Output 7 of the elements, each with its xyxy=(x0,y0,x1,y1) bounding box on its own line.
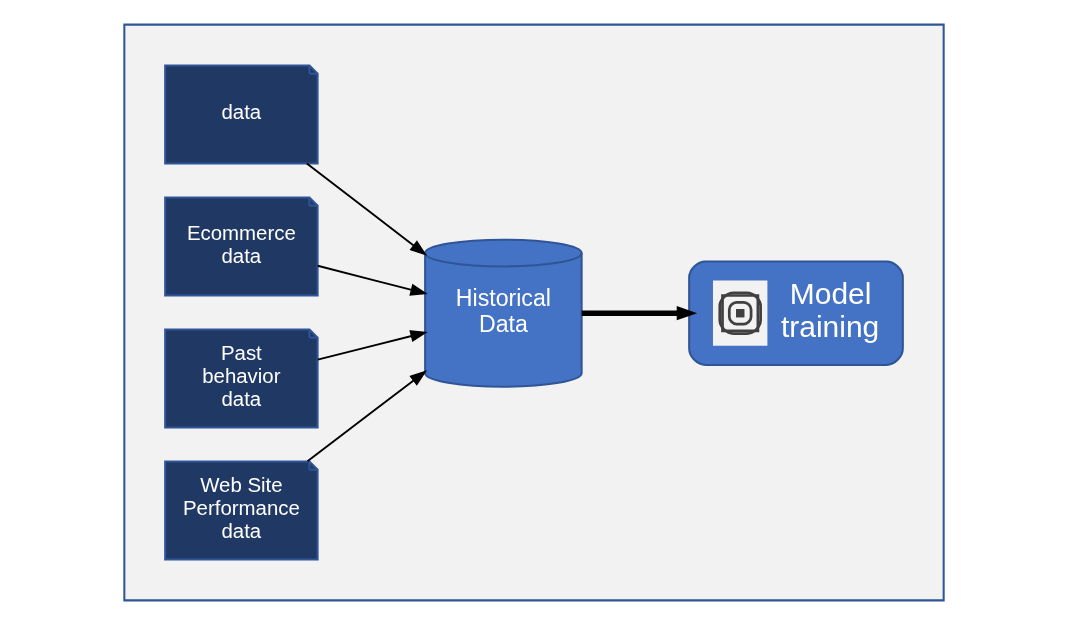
arrow xyxy=(305,162,427,256)
cluster xyxy=(122,23,945,602)
node-box: Model training xyxy=(687,260,904,366)
arrow xyxy=(316,330,428,361)
arrow xyxy=(316,264,428,296)
arrow xyxy=(581,306,697,321)
arrow xyxy=(306,370,427,463)
